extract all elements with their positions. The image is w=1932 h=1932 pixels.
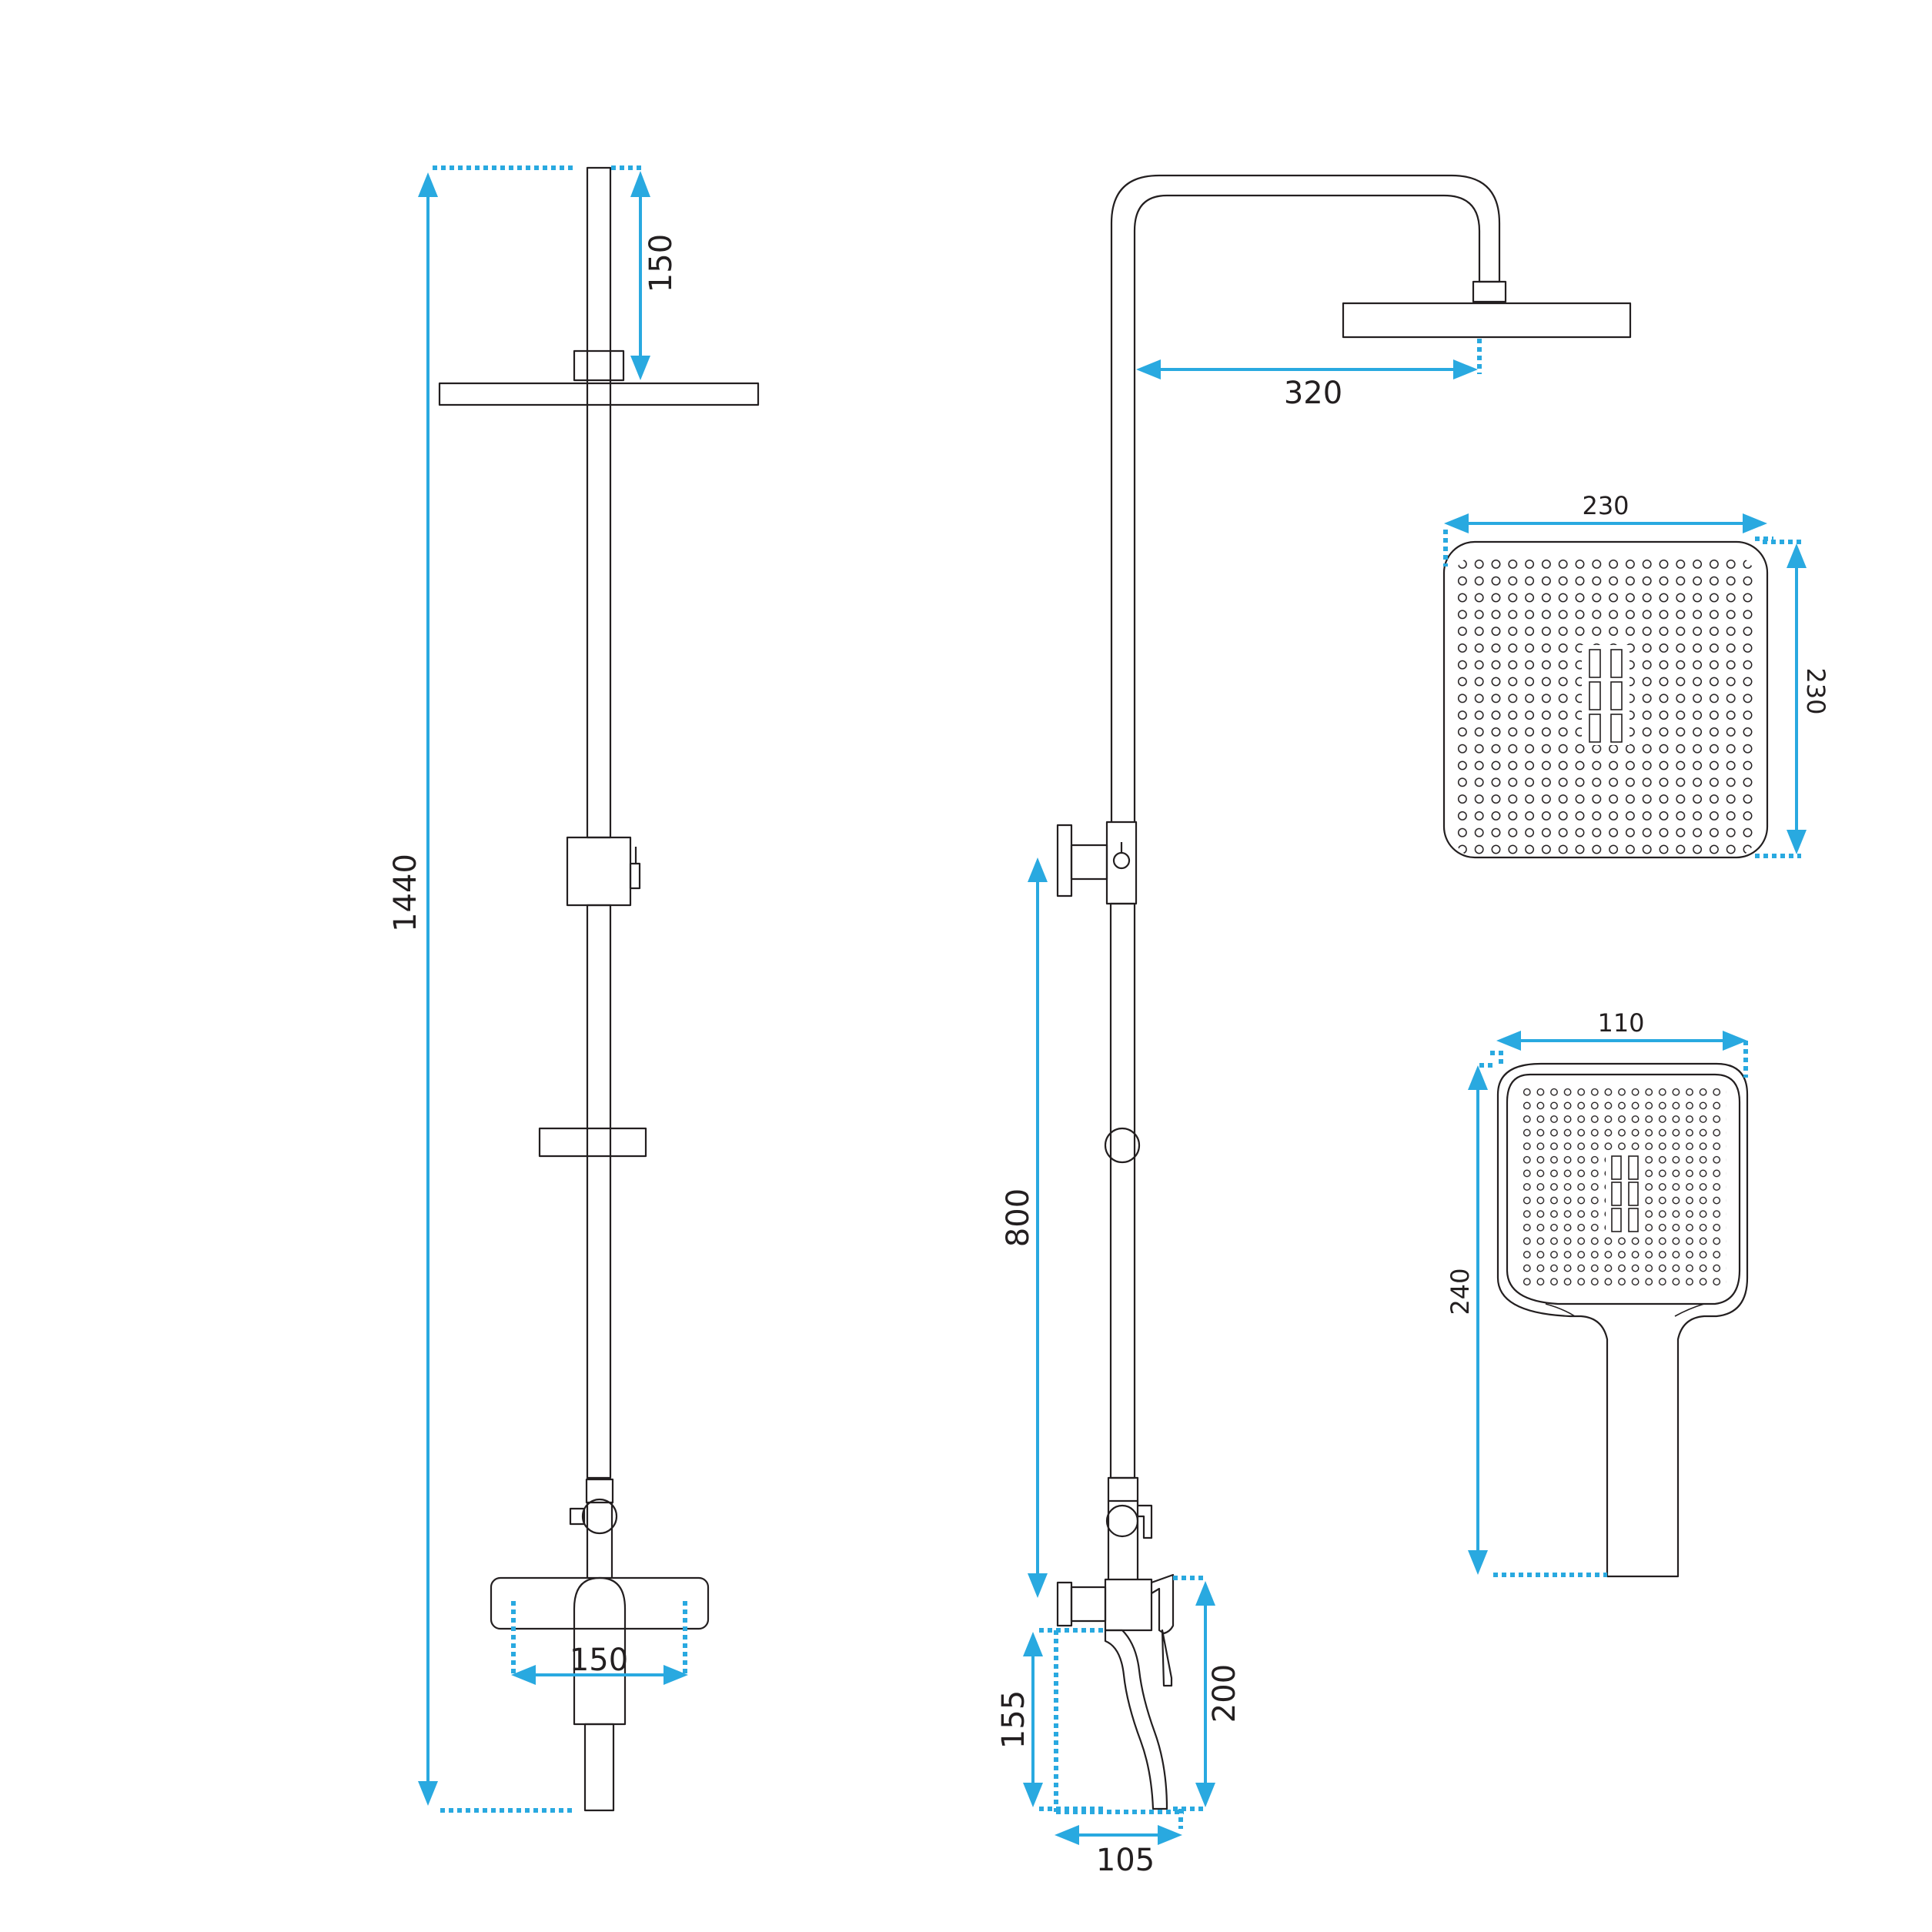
dim-mixer-centers-label: 150 [570, 1643, 628, 1678]
side-mixer-stem [1070, 1586, 1107, 1623]
dim-spout-reach-label: 105 [1096, 1843, 1155, 1878]
side-head-connector [1472, 280, 1507, 303]
hand-shower-center-slots [1606, 1153, 1644, 1235]
dim-head-width-label: 230 [1582, 491, 1629, 520]
front-riser-middle [586, 904, 612, 1479]
hand-shower-view: 110 240 [1446, 1008, 1749, 1578]
front-mixer-lever [573, 1576, 627, 1726]
side-mixer-handle [1056, 1581, 1073, 1627]
front-riser-lower [583, 1723, 615, 1812]
dim-hand-length-label: 240 [1446, 1268, 1475, 1315]
side-mixer-lever [1151, 1573, 1175, 1635]
side-view: 320 800 200 155 105 [996, 174, 1632, 1878]
dim-mixer-height-label: 200 [1207, 1664, 1242, 1723]
overhead-head-center-slots [1582, 645, 1629, 745]
side-riser-middle [1109, 902, 1136, 1479]
dim-slider-height-label: 800 [1001, 1188, 1036, 1247]
front-riser-upper [586, 166, 612, 839]
front-view: 1440 150 150 [388, 165, 760, 1813]
hand-shower-outline [1496, 1062, 1749, 1578]
side-mixer-body [1104, 1578, 1153, 1632]
dim-hand-width-label: 110 [1597, 1008, 1644, 1038]
overhead-head-top-view: 230 230 [1442, 491, 1830, 859]
front-mixer-body [490, 1576, 710, 1630]
front-diverter-block [566, 836, 632, 907]
front-lower-connector [585, 1478, 614, 1504]
front-head-mount [573, 349, 625, 382]
side-overhead-shower-head [1342, 302, 1632, 339]
dim-top-to-head-label: 150 [643, 234, 679, 292]
hand-shower-face [1506, 1073, 1741, 1305]
front-overhead-shower-head [438, 382, 760, 406]
side-bath-spout [1104, 1629, 1168, 1810]
front-diverter-knob [629, 862, 641, 890]
front-slider-holder [538, 1127, 647, 1158]
side-riser-arm [1110, 174, 1501, 822]
dim-total-height-label: 1440 [388, 854, 423, 932]
front-outlet-knob [581, 1498, 618, 1535]
side-diverter-stem [1070, 844, 1108, 881]
side-lower-connector [1107, 1476, 1139, 1502]
side-diverter-block [1105, 821, 1138, 905]
side-diverter-handle [1056, 824, 1073, 897]
dim-head-depth-label: 230 [1801, 667, 1830, 714]
dim-arm-length-label: 320 [1284, 376, 1342, 411]
dim-spout-drop-label: 155 [996, 1690, 1031, 1749]
side-slider-knob [1104, 1127, 1141, 1164]
